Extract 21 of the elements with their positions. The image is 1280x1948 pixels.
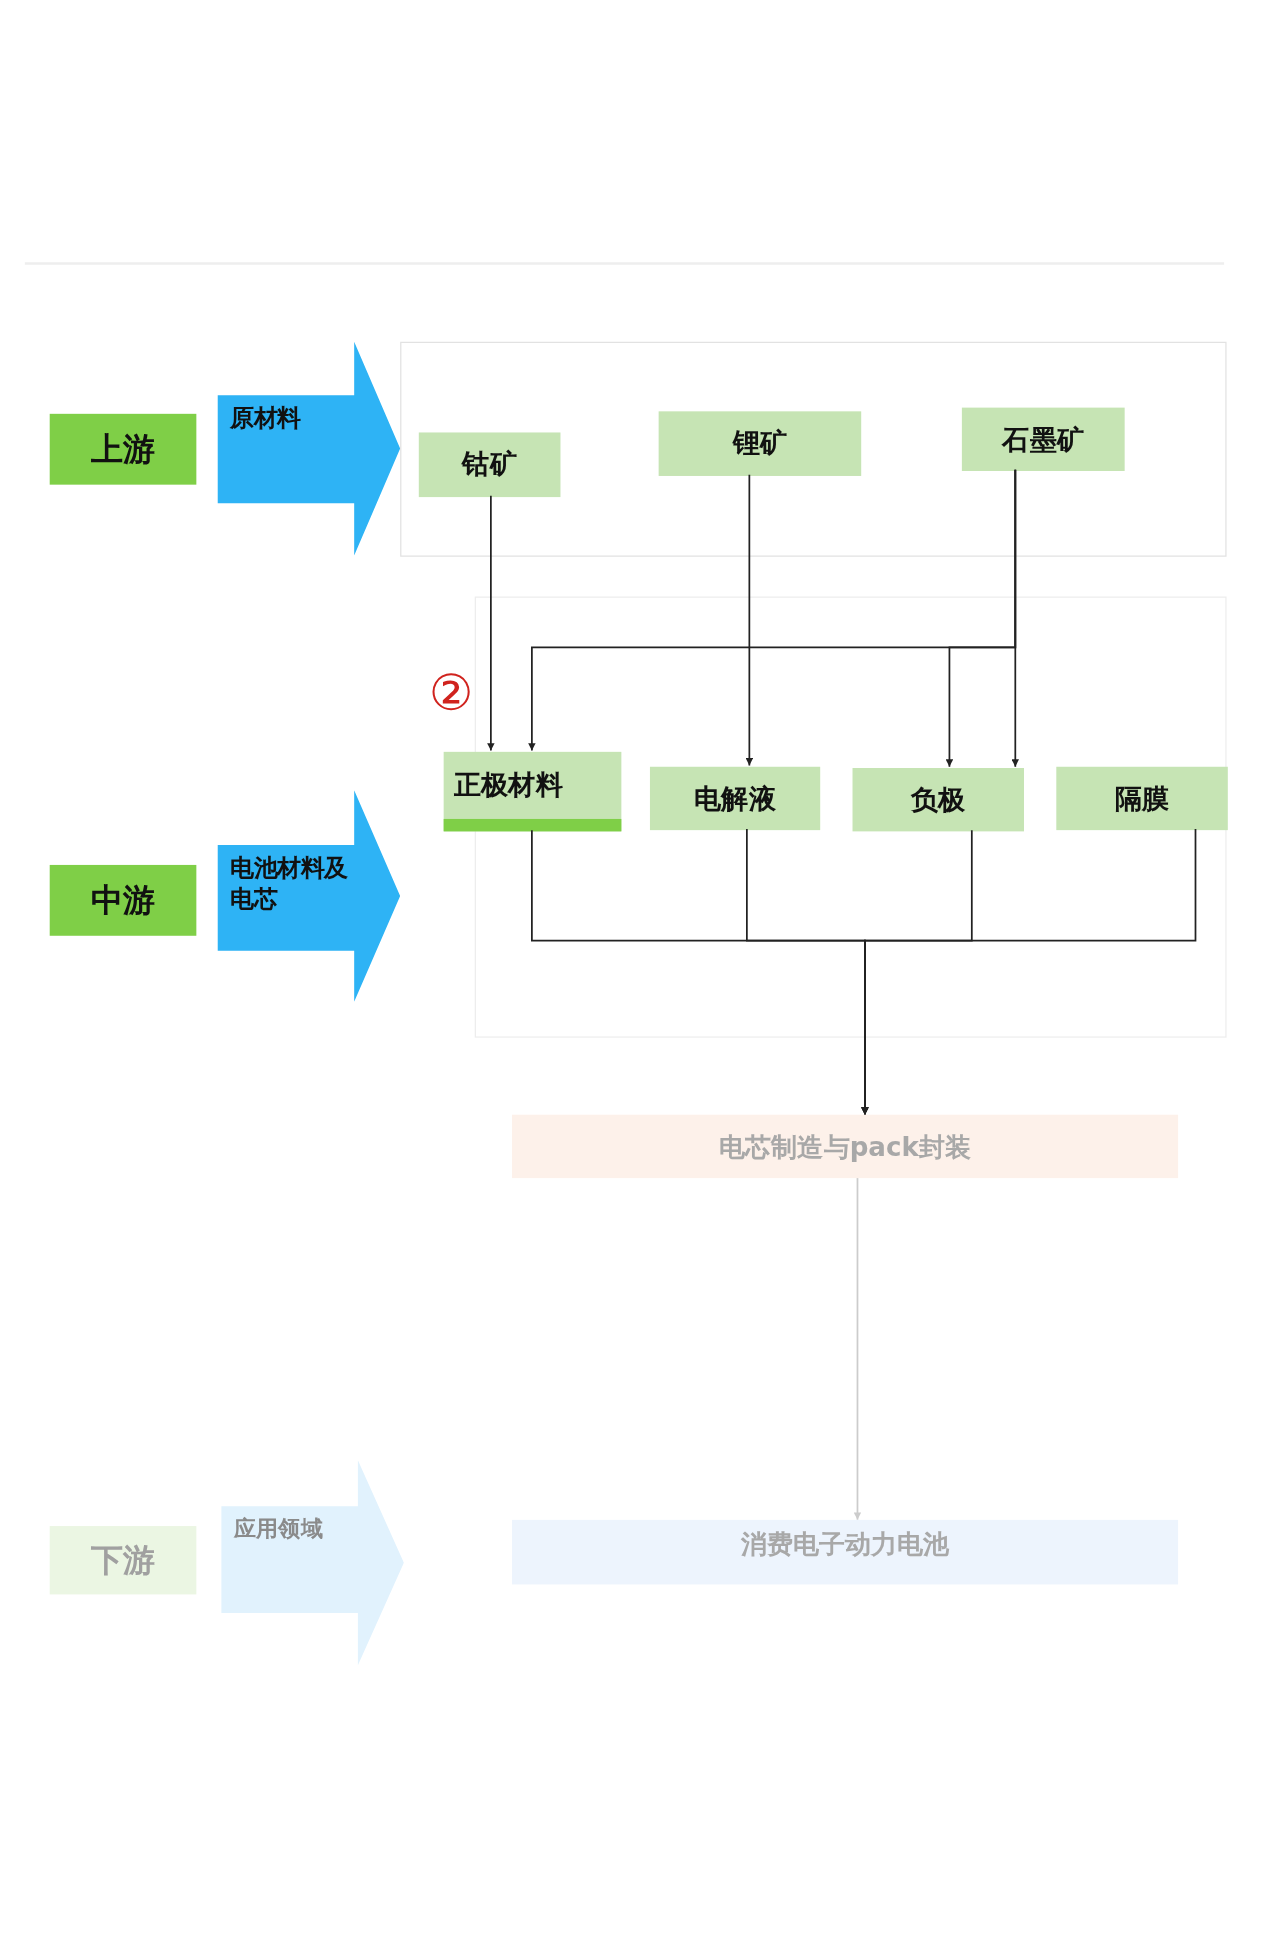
material-box: 锂矿 xyxy=(658,411,862,476)
stage-banner: 电池材料及电芯 xyxy=(217,790,401,1002)
connector-arrow xyxy=(487,495,495,752)
connector-arrow xyxy=(861,828,1197,1116)
material-box: 正极材料 xyxy=(443,751,622,832)
material-box: 负极 xyxy=(852,768,1024,832)
stage-banner: 应用领域 xyxy=(221,1460,404,1666)
material-box: 电解液 xyxy=(649,766,821,831)
connector-arrow xyxy=(745,473,754,767)
connector-arrow xyxy=(853,1177,862,1521)
connector-arrow xyxy=(945,468,1017,768)
step-number: ② xyxy=(427,664,475,720)
material-box: 隔膜 xyxy=(1056,766,1228,831)
level-label: 上游 xyxy=(49,413,197,485)
material-box: 钴矿 xyxy=(418,432,561,498)
material-box: 石墨矿 xyxy=(961,407,1125,471)
level-label: 下游 xyxy=(49,1526,197,1595)
step-box: 电芯制造与pack封装 xyxy=(512,1114,1179,1179)
step-box: 消费电子动力电池 xyxy=(512,1519,1179,1585)
level-label: 中游 xyxy=(49,864,197,936)
stage-banner: 原材料 xyxy=(217,341,401,556)
